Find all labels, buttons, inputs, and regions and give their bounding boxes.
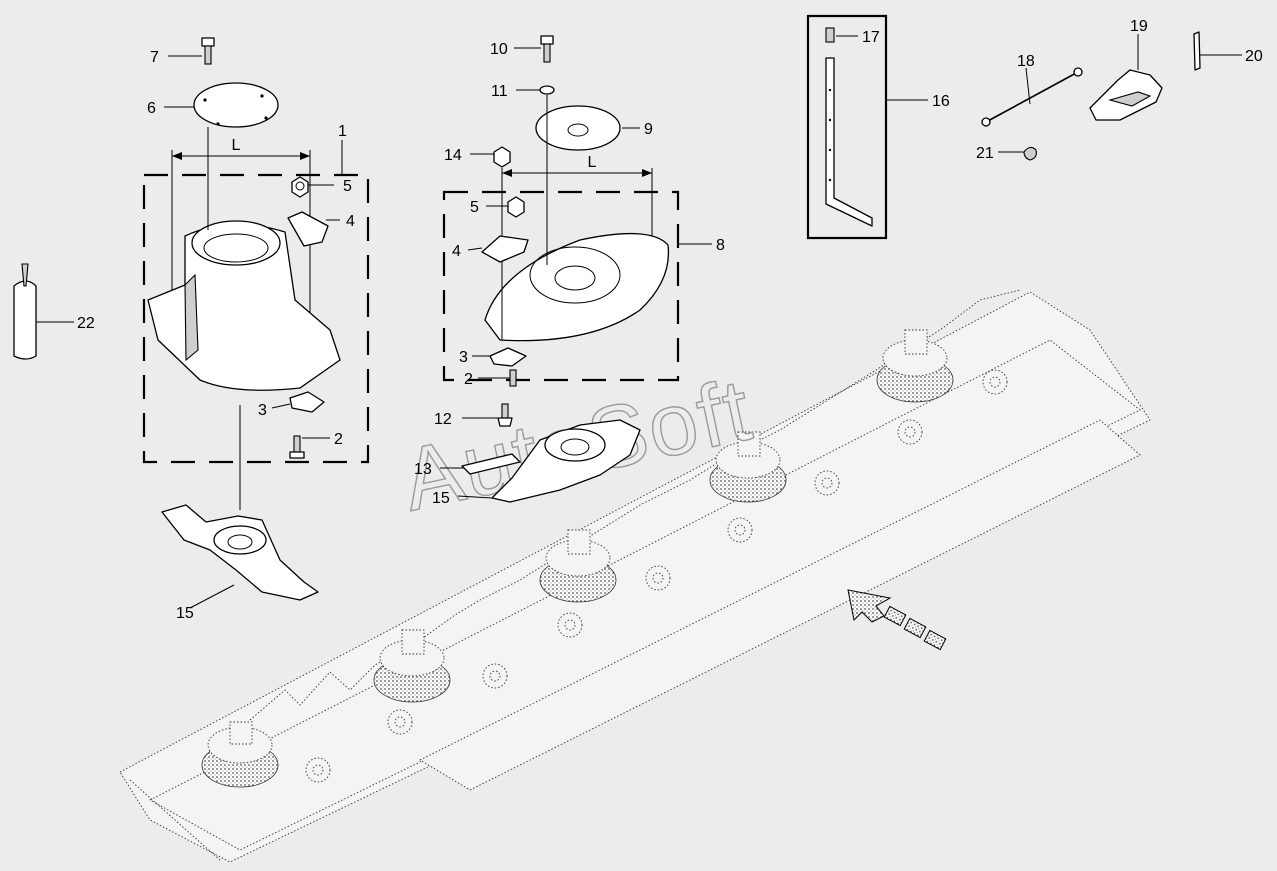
plate-3b	[489, 347, 527, 367]
callout-5a: 5	[343, 178, 352, 195]
washer-11	[539, 85, 555, 95]
callout-21: 21	[976, 145, 994, 162]
frame-16	[806, 14, 888, 240]
direction-arrow-icon	[847, 589, 947, 651]
pin-20	[1193, 31, 1201, 71]
callout-7: 7	[150, 49, 159, 66]
blade-13	[461, 453, 521, 475]
disc-hubs	[201, 329, 954, 788]
callout-17: 17	[862, 29, 880, 46]
callout-5b: 5	[470, 199, 479, 216]
bolt-2b	[509, 369, 517, 387]
assembly-frame-1	[142, 173, 370, 464]
grease-tube-22	[13, 263, 37, 360]
nut-5b	[507, 196, 525, 218]
plate-3	[289, 391, 325, 413]
cap-9	[535, 105, 621, 151]
callout-18: 18	[1017, 53, 1035, 70]
bracket-4	[287, 211, 329, 247]
callout-1: 1	[338, 123, 347, 140]
bolt-10	[540, 35, 554, 63]
bolt-12	[497, 403, 513, 427]
callout-22: 22	[77, 315, 95, 332]
callout-12: 12	[434, 411, 452, 428]
disc-8	[484, 232, 670, 342]
callout-11: 11	[491, 83, 508, 100]
callout-19: 19	[1130, 18, 1148, 35]
bar-bolts	[305, 369, 1008, 783]
assembly-frame-8	[442, 190, 680, 382]
callout-6: 6	[147, 100, 156, 117]
middle-assembly	[442, 35, 680, 503]
callout-15b: 15	[432, 490, 450, 507]
callout-3b: 3	[459, 349, 468, 366]
clip-21	[1023, 146, 1037, 161]
part-17	[825, 27, 835, 43]
callout-20: 20	[1245, 48, 1263, 65]
callout-3a: 3	[258, 402, 267, 419]
callout-14: 14	[444, 147, 462, 164]
callout-4b: 4	[452, 243, 461, 260]
dimension-label-mid: L	[588, 154, 597, 171]
bracket-4b	[481, 235, 529, 263]
leader-lines	[36, 34, 1242, 609]
cover-plate	[193, 82, 279, 128]
wire-18	[985, 71, 1079, 123]
callout-9: 9	[644, 121, 653, 138]
callout-4a: 4	[346, 213, 355, 230]
callout-10: 10	[490, 41, 508, 58]
left-assembly	[142, 37, 370, 601]
dimension-label-left: L	[232, 137, 241, 154]
right-parts	[13, 14, 1201, 360]
nut-14	[493, 146, 511, 168]
bolt-2	[289, 435, 305, 459]
callout-2a: 2	[334, 431, 343, 448]
callout-2b: 2	[464, 371, 473, 388]
callouts: 7 6 1 5 4 3 2 15 10 11 9 14 5 4 8 3 2 12…	[77, 18, 1263, 622]
bolt-7	[201, 37, 215, 65]
callout-8: 8	[716, 237, 725, 254]
nut-5	[291, 176, 309, 198]
cutter-bar	[119, 289, 1151, 863]
callout-13: 13	[414, 461, 432, 478]
callout-16: 16	[932, 93, 950, 110]
callout-15a: 15	[176, 605, 194, 622]
tool-16	[825, 57, 873, 227]
